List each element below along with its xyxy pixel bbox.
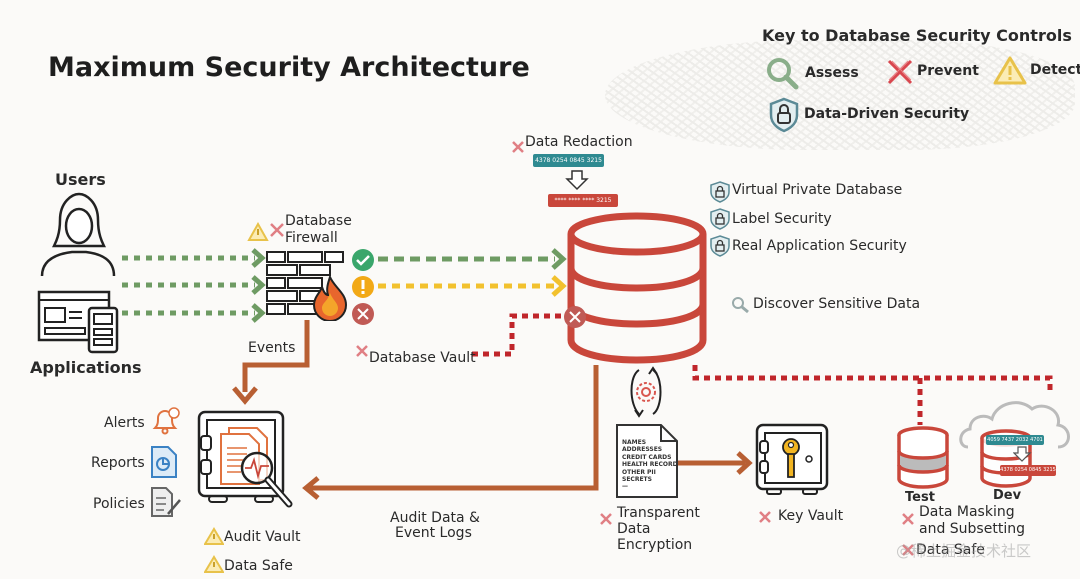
discover-label: Discover Sensitive Data <box>753 296 921 312</box>
detect-icon <box>247 222 269 241</box>
down-arrow-icon <box>565 170 589 191</box>
audit-flow-label-2: Event Logs <box>395 525 472 541</box>
prevent-icon <box>759 511 771 523</box>
shield-lock-icon <box>710 208 730 230</box>
masking-label-2: and Subsetting <box>919 521 1025 537</box>
test-database-icon <box>897 426 949 489</box>
dev-original-number: 4378 0254 0845 3215 <box>1000 465 1056 476</box>
doc-line: NAMES <box>622 439 647 446</box>
shield-lock-icon <box>769 97 799 133</box>
original-card-number: 4378 0254 0845 3215 <box>533 154 604 167</box>
magnifier-icon <box>767 58 799 90</box>
legend-prevent: Prevent <box>917 63 979 79</box>
data-safe-label: Data Safe <box>224 558 293 574</box>
tde-arrow <box>736 451 753 475</box>
detect-icon <box>204 527 224 545</box>
shield-lock-icon <box>710 235 730 257</box>
events-label: Events <box>248 340 296 356</box>
allow-check-icon <box>352 249 374 271</box>
user-icon <box>40 192 116 277</box>
tde-label-1: Transparent <box>617 505 700 521</box>
test-label: Test <box>905 490 935 505</box>
allowed-arrow <box>551 248 567 270</box>
alerts-label: Alerts <box>104 415 145 431</box>
database-vault-label: Database Vault <box>369 350 476 366</box>
database-vault-line <box>472 313 562 357</box>
cloud-icon <box>959 401 1070 449</box>
audit-flow-label-1: Audit Data & <box>390 510 480 526</box>
applications-label: Applications <box>30 358 142 377</box>
key-vault-label: Key Vault <box>778 508 844 524</box>
masking-line <box>692 365 1053 392</box>
tde-label-2: Data <box>617 521 651 537</box>
database-icon <box>567 212 707 364</box>
allowed-flow-lines <box>122 255 255 316</box>
warn-exclamation-icon <box>352 276 374 298</box>
down-arrow-icon <box>1013 446 1031 462</box>
redacted-card-number: **** **** **** 3215 <box>548 194 618 207</box>
legend-data-driven: Data-Driven Security <box>804 106 970 122</box>
encryption-cycle-icon <box>630 366 662 418</box>
label-security-label: Label Security <box>732 211 832 227</box>
prevent-icon <box>902 544 914 556</box>
prevent-icon <box>512 141 524 153</box>
data-redaction-label: Data Redaction <box>525 134 633 150</box>
reports-label: Reports <box>91 455 145 471</box>
audit-vault-label: Audit Vault <box>224 529 301 545</box>
document-icon <box>616 424 678 498</box>
detect-icon <box>204 555 224 573</box>
flow-chevrons <box>251 248 266 323</box>
vault-block-icon <box>564 306 586 328</box>
shield-lock-icon <box>710 181 730 203</box>
bell-alert-icon <box>152 407 180 435</box>
magnifier-icon <box>732 297 749 314</box>
events-line <box>242 320 310 392</box>
audit-vault-icon <box>197 410 293 508</box>
dev-label: Dev <box>993 488 1022 503</box>
key-vault-icon <box>755 423 829 495</box>
doc-line: HEALTH RECORD <box>622 461 678 469</box>
ras-label: Real Application Security <box>732 238 907 254</box>
warning-triangle-icon <box>993 56 1027 85</box>
fire-icon <box>312 275 348 321</box>
firewall-label-2: Firewall <box>285 230 338 246</box>
doc-line: CREDIT CARDS <box>622 453 672 461</box>
block-x-icon <box>352 303 374 325</box>
vpd-label: Virtual Private Database <box>732 182 903 198</box>
page-title: Maximum Security Architecture <box>48 52 530 83</box>
doc-line: ADDRESSES <box>622 446 663 454</box>
users-label: Users <box>55 170 106 189</box>
sensitive-data-list: NAMES ADDRESSES CREDIT CARDS HEALTH RECO… <box>622 439 678 491</box>
decorative-pattern <box>605 40 1075 150</box>
prevent-icon <box>356 345 368 357</box>
policy-document-icon <box>151 487 181 517</box>
dev-masked-number: 4059 7437 2032 4701 <box>986 435 1044 445</box>
x-icon <box>887 59 913 85</box>
tde-label-3: Encryption <box>617 537 693 553</box>
policies-label: Policies <box>93 496 145 512</box>
report-chart-icon <box>151 446 177 478</box>
application-icon <box>37 290 119 354</box>
masking-data-safe-label: Data Safe <box>916 542 985 558</box>
legend-assess: Assess <box>805 65 859 81</box>
prevent-icon <box>902 513 914 525</box>
masking-label-1: Data Masking <box>919 504 1015 520</box>
audit-data-arrow <box>302 476 320 500</box>
doc-line: SECRETS <box>622 476 652 484</box>
prevent-icon <box>600 513 612 525</box>
doc-line: OTHER PII <box>622 468 656 476</box>
firewall-label-1: Database <box>285 213 352 229</box>
legend-detect: Detect <box>1030 62 1080 78</box>
prevent-icon <box>270 223 284 237</box>
firewall-icon <box>266 251 344 315</box>
events-arrow <box>232 386 258 405</box>
warned-arrow <box>551 275 567 297</box>
audit-data-line <box>310 365 599 491</box>
doc-line: — <box>622 483 628 491</box>
legend-title: Key to Database Security Controls <box>762 26 1072 45</box>
watermark: @稀土掘金技术社区 <box>896 542 1032 560</box>
